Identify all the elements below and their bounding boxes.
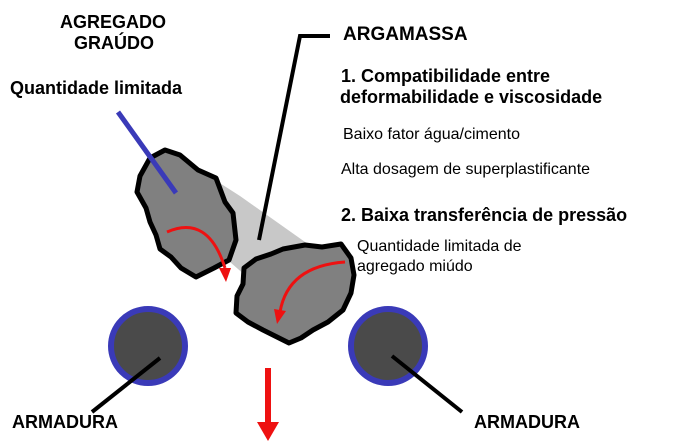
- coarse-aggregate-label-line2: GRAÚDO: [74, 33, 154, 53]
- rotation-arrow-right: [278, 260, 346, 313]
- flow-arrowhead: [257, 422, 279, 441]
- limited-quantity-label: Quantidade limitada: [10, 78, 183, 98]
- rebar-right-label: ARMADURA: [474, 412, 580, 432]
- point2-text: 2. Baixa transferência de pressão: [341, 205, 628, 225]
- limited-fine-line2: agregado miúdo: [357, 258, 473, 275]
- rebar-right-leader: [390, 354, 464, 414]
- rotation-arrowhead-left: [219, 268, 231, 282]
- coarse-aggregate-right: [233, 241, 357, 346]
- coarse-aggregate-label-line1: AGREGADO: [60, 12, 167, 32]
- rebar-right: [348, 306, 428, 386]
- limited-fine-line1: Quantidade limitada de: [357, 238, 522, 255]
- high-superplasticizer-text: Alta dosagem de superplastificante: [341, 161, 591, 178]
- coarse-aggregate-left: [134, 147, 239, 280]
- point1-line2: deformabilidade e viscosidade: [340, 87, 603, 107]
- rebar-left-label: ARMADURA: [12, 412, 118, 432]
- rotation-arrow-left: [166, 226, 227, 269]
- rebar-left: [108, 306, 188, 386]
- point1-line1: 1. Compatibilidade entre: [341, 66, 551, 86]
- low-wc-ratio-text: Baixo fator água/cimento: [343, 126, 520, 143]
- limited-quantity-pointer: [115, 110, 179, 195]
- mortar-label: ARGAMASSA: [343, 24, 468, 45]
- mortar-leader-line: [257, 34, 330, 241]
- rebar-left-leader: [90, 356, 162, 414]
- rotation-arrowhead-right: [274, 309, 286, 324]
